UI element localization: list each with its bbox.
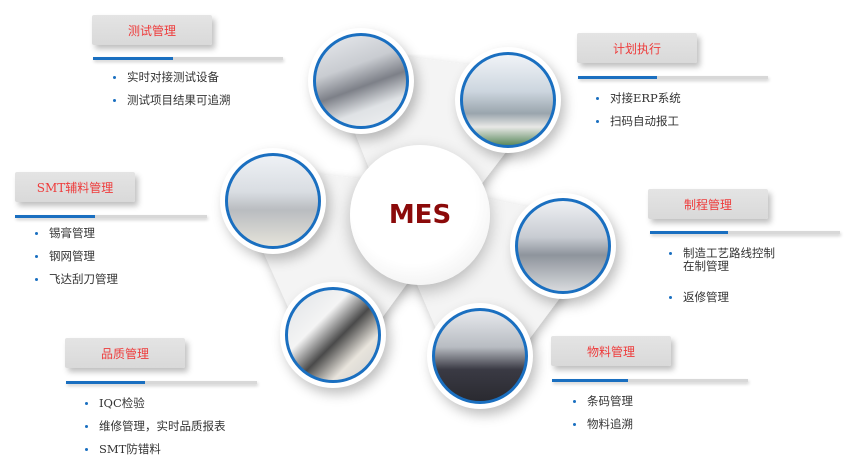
module-title-test: 测试管理 bbox=[92, 15, 212, 45]
module-list-material: 条码管理 物料追溯 bbox=[573, 394, 633, 440]
module-title-process: 制程管理 bbox=[648, 189, 768, 219]
module-list-test: 实时对接测试设备 测试项目结果可追溯 bbox=[113, 70, 231, 116]
divider bbox=[552, 379, 748, 382]
list-item: 测试项目结果可追溯 bbox=[113, 93, 231, 116]
list-item: 返修管理 bbox=[669, 290, 775, 313]
divider bbox=[578, 76, 768, 79]
module-title-quality: 品质管理 bbox=[65, 338, 185, 368]
divider bbox=[650, 231, 840, 234]
photo-test-equipment bbox=[308, 28, 414, 134]
module-list-plan: 对接ERP系统 扫码自动报工 bbox=[596, 91, 681, 137]
photo-material-workers bbox=[427, 303, 533, 409]
list-item: 条码管理 bbox=[573, 394, 633, 417]
photo-production-line bbox=[510, 193, 616, 299]
module-list-quality: IQC检验 维修管理，实时品质报表 SMT防错料 bbox=[85, 396, 226, 464]
list-item: SMT防错料 bbox=[85, 442, 226, 464]
photo-workshop-plan bbox=[455, 47, 561, 153]
divider bbox=[66, 381, 257, 384]
list-item: 维修管理，实时品质报表 bbox=[85, 419, 226, 442]
list-item: 制造工艺路线控制 bbox=[669, 246, 775, 260]
hub-label: MES bbox=[388, 200, 452, 230]
module-title-plan: 计划执行 bbox=[577, 33, 697, 63]
list-item: 物料追溯 bbox=[573, 417, 633, 440]
divider bbox=[15, 215, 207, 218]
list-item: 飞达刮刀管理 bbox=[35, 272, 118, 295]
module-list-process: 制造工艺路线控制 在制管理 返修管理 bbox=[669, 246, 775, 313]
list-item: IQC检验 bbox=[85, 396, 226, 419]
divider bbox=[93, 57, 283, 60]
mes-hub: MES bbox=[350, 145, 490, 285]
photo-cleanroom bbox=[220, 148, 326, 254]
list-item: 锡膏管理 bbox=[35, 226, 118, 249]
list-item: 实时对接测试设备 bbox=[113, 70, 231, 93]
photo-quality-inspection bbox=[280, 282, 386, 388]
module-list-smt: 锡膏管理 钢网管理 飞达刮刀管理 bbox=[35, 226, 118, 295]
module-title-material: 物料管理 bbox=[551, 336, 671, 366]
list-item: 扫码自动报工 bbox=[596, 114, 681, 137]
module-title-smt: SMT辅料管理 bbox=[15, 172, 135, 202]
list-item: 钢网管理 bbox=[35, 249, 118, 272]
list-item: 对接ERP系统 bbox=[596, 91, 681, 114]
list-item: 在制管理 bbox=[683, 259, 729, 273]
